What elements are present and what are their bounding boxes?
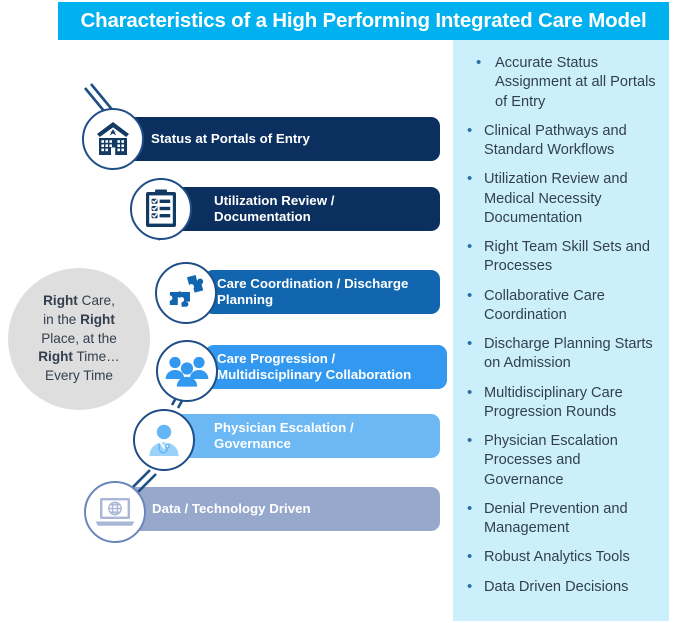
list-item: • Collaborative Care Coordination: [463, 287, 663, 326]
page-title: Characteristics of a High Performing Int…: [80, 9, 647, 32]
flow-bar-status-at-portals-of-entry[interactable]: Status at Portals of Entry: [109, 117, 440, 161]
flow-bar-physician-escalation-governance[interactable]: Physician Escalation / Governance: [163, 414, 440, 458]
flow-bar-label: Care Progression / Multidisciplinary Col…: [217, 350, 412, 382]
bullet-dot-icon: •: [467, 383, 473, 401]
bullet-dot-icon: •: [467, 499, 473, 517]
list-item-text: Denial Prevention and Management: [484, 500, 628, 536]
bullet-dot-icon: •: [476, 54, 482, 71]
bullet-dot-icon: •: [467, 548, 473, 566]
list-item: • Clinical Pathways and Standard Workflow…: [463, 122, 663, 161]
people-group-icon: [156, 340, 218, 402]
flow-bar-label: Utilization Review / Documentation: [214, 192, 335, 224]
flow-bar-label: Care Coordination / Discharge Planning: [217, 275, 409, 307]
hospital-icon: [82, 108, 144, 170]
list-item-text: Clinical Pathways and Standard Workflows: [484, 122, 627, 158]
list-item-text: Robust Analytics Tools: [484, 549, 630, 566]
bullet-dot-icon: •: [467, 432, 473, 449]
right-care-callout-text: Right Care, in the Right Place, at the R…: [38, 293, 120, 383]
list-item-text: Data Driven Decisions: [484, 578, 629, 595]
bullet-dot-icon: •: [467, 335, 473, 352]
list-item: • Accurate Status Assignment at all Porta…: [463, 54, 663, 112]
bullet-dot-icon: •: [467, 170, 473, 188]
right-care-callout: Right Care, in the Right Place, at the R…: [8, 268, 150, 410]
flow-diagram: Status at Portals of Entry: [82, 108, 447, 543]
list-item-text: Accurate Status Assignment at all Portal…: [495, 55, 656, 110]
bullet-dot-icon: •: [467, 121, 473, 139]
list-item: • Robust Analytics Tools: [463, 548, 663, 567]
bullet-dot-icon: •: [467, 238, 473, 255]
flow-bar-label: Data / Technology Driven: [152, 500, 311, 516]
list-item-text: Right Team Skill Sets and Processes: [484, 239, 651, 275]
list-item-text: Physician Escalation Processes and Gover…: [484, 433, 618, 488]
list-item-text: Multidisciplinary Care Progression Round…: [484, 384, 623, 420]
bullet-list: • Accurate Status Assignment at all Porta…: [463, 54, 663, 597]
list-item: • Right Team Skill Sets and Processes: [463, 238, 663, 277]
list-item: • Discharge Planning Starts on Admission: [463, 335, 663, 374]
characteristics-bullet-panel: • Accurate Status Assignment at all Porta…: [453, 40, 669, 621]
flow-bar-label: Physician Escalation / Governance: [214, 419, 354, 451]
list-item-text: Utilization Review and Medical Necessity…: [484, 171, 628, 226]
flow-bar-label: Status at Portals of Entry: [151, 130, 310, 146]
flow-bar-utilization-review-documentation[interactable]: Utilization Review / Documentation: [157, 187, 440, 231]
flow-bar-care-progression-multidisciplinary-collaboration[interactable]: Care Progression / Multidisciplinary Col…: [205, 345, 447, 389]
puzzle-pieces-icon: [155, 262, 217, 324]
laptop-globe-icon: [84, 481, 146, 543]
physician-icon: [133, 409, 195, 471]
flow-bar-data-technology-driven[interactable]: Data / Technology Driven: [110, 487, 440, 531]
list-item-text: Collaborative Care Coordination: [484, 287, 605, 323]
page-title-bar: Characteristics of a High Performing Int…: [58, 2, 669, 40]
list-item: • Denial Prevention and Management: [463, 500, 663, 539]
list-item: • Multidisciplinary Care Progression Roun…: [463, 384, 663, 423]
checklist-clipboard-icon: [130, 178, 192, 240]
list-item: • Data Driven Decisions: [463, 578, 663, 597]
bullet-dot-icon: •: [467, 577, 473, 595]
flow-bar-care-coordination-discharge-planning[interactable]: Care Coordination / Discharge Planning: [204, 270, 440, 314]
list-item: • Utilization Review and Medical Necessit…: [463, 170, 663, 228]
list-item: • Physician Escalation Processes and Gove…: [463, 432, 663, 490]
bullet-dot-icon: •: [467, 286, 473, 304]
list-item-text: Discharge Planning Starts on Admission: [484, 336, 653, 372]
